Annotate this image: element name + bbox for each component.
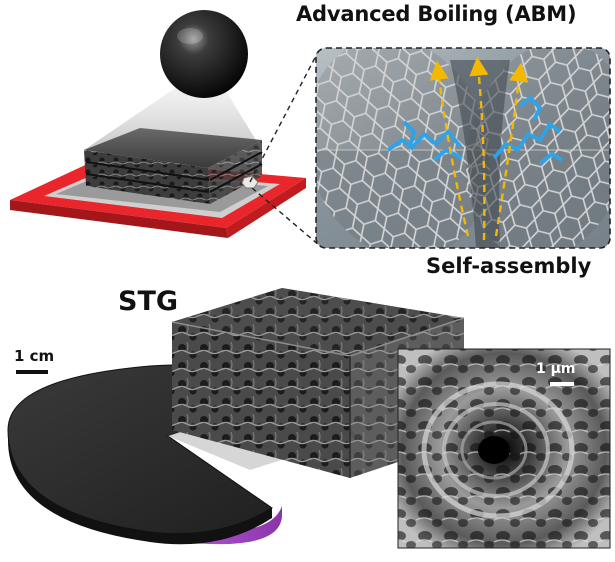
zoom-line-top (249, 51, 319, 183)
sphere-bubble-icon (160, 10, 248, 98)
self-assembly-inset (315, 47, 611, 249)
flow-arrow-left (429, 60, 470, 237)
advanced-boiling-title: Advanced Boiling (ABM) (296, 2, 577, 26)
molecule-chain-right (492, 122, 562, 160)
molecule-chain-left (386, 130, 462, 152)
scale-label-um: 1 μm (536, 361, 576, 377)
projection-cone (84, 78, 262, 150)
inset-frame (315, 47, 611, 249)
zoom-line-bottom (251, 187, 321, 247)
self-assembly-label: Self-assembly (426, 254, 592, 278)
stg-label: STG (118, 286, 179, 317)
scale-label-cm: 1 cm (14, 347, 55, 365)
flow-arrow-mid (469, 56, 489, 241)
sem-micrograph (397, 348, 611, 549)
graphene-foam-block (84, 128, 263, 204)
flow-arrow-right (494, 62, 529, 237)
